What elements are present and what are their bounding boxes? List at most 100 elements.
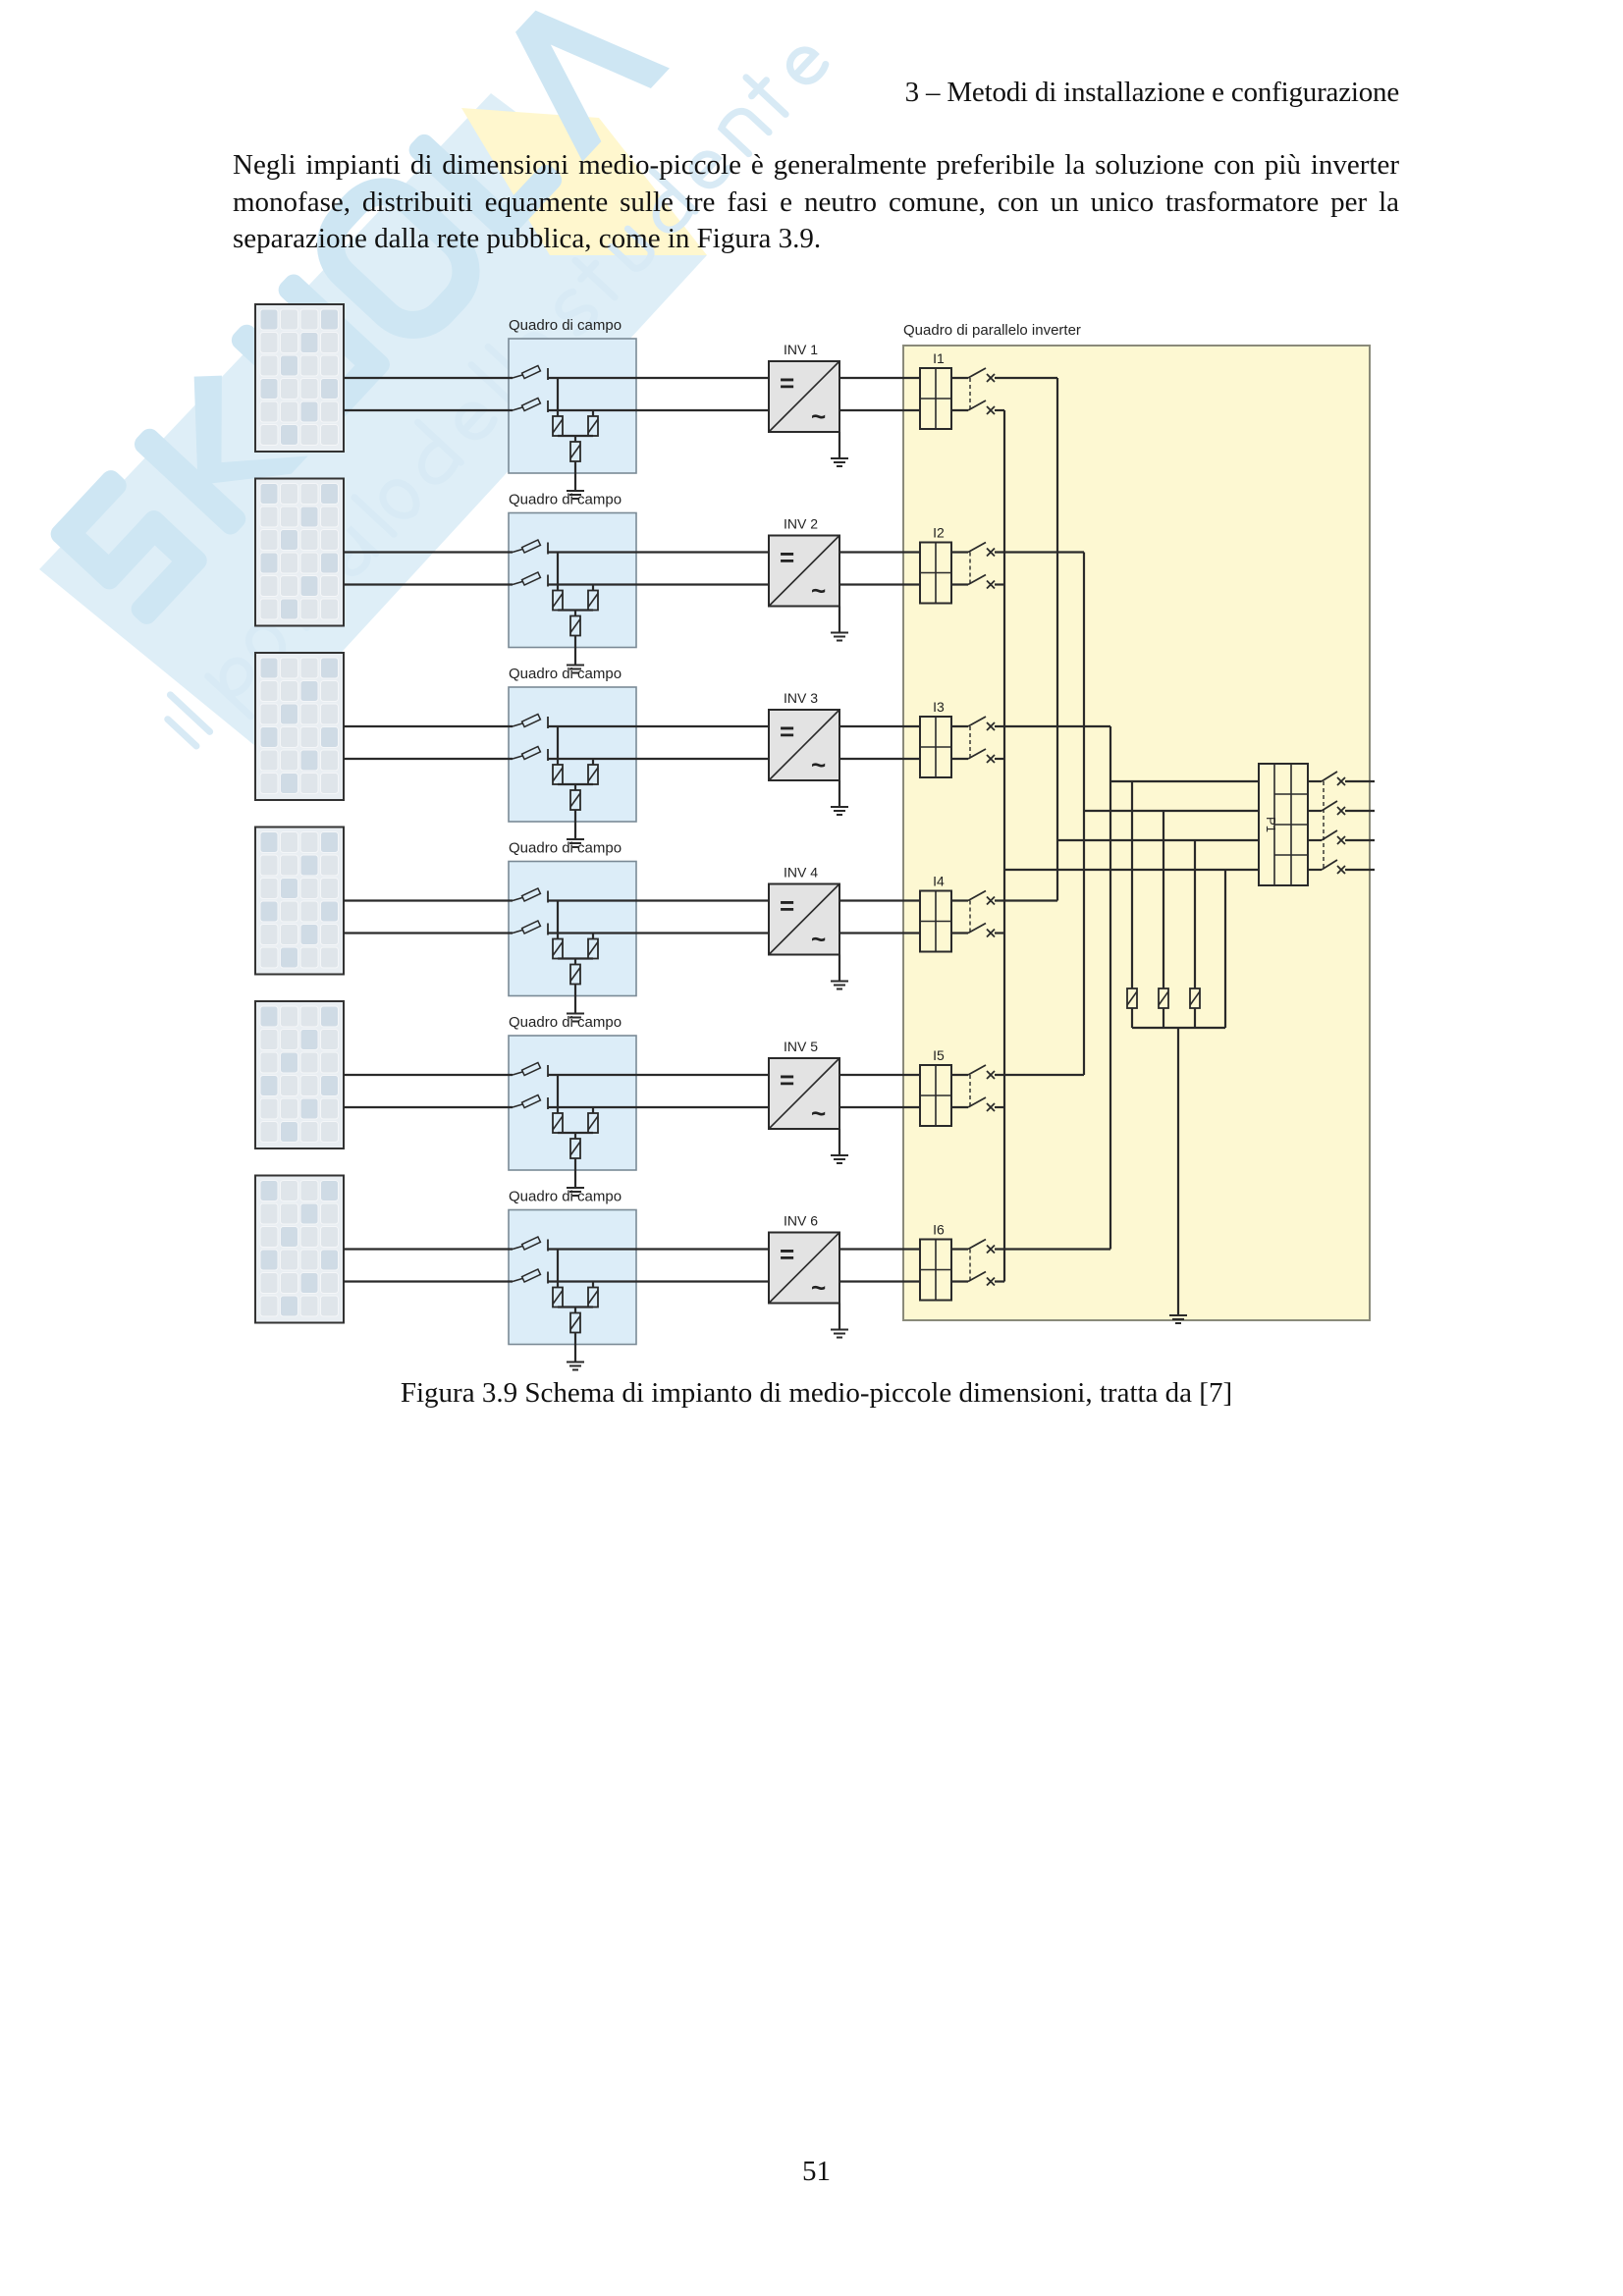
- field-box: [508, 511, 637, 649]
- pv-cell: [259, 1202, 279, 1225]
- ground-icon: [831, 1319, 848, 1339]
- contact-stroke: [986, 405, 996, 415]
- pv-cell: [299, 506, 319, 528]
- breaker-switch-blade: [967, 541, 987, 554]
- pv-cell: [280, 354, 298, 377]
- switch-blade: [512, 1071, 523, 1076]
- pv-cell: [280, 1051, 298, 1074]
- dc-symbol: =: [780, 891, 794, 921]
- pv-cell: [299, 575, 319, 597]
- ac-symbol: ~: [811, 1098, 826, 1128]
- switch-blade: [512, 1245, 523, 1251]
- pv-cell: [259, 483, 279, 505]
- contact-stroke: [1336, 835, 1346, 845]
- pv-module-icon: [254, 477, 345, 627]
- pv-cell: [299, 332, 319, 353]
- arrester-slash: [587, 1290, 599, 1305]
- contact-stroke: [986, 547, 996, 558]
- pv-cell: [320, 946, 339, 969]
- arrester-slash: [569, 1315, 581, 1330]
- system-row: Quadro di campo=~INV 6I6: [254, 1174, 996, 1371]
- pv-cell: [320, 354, 339, 377]
- pv-cell: [320, 878, 339, 899]
- pv-cell: [299, 483, 319, 505]
- pv-cell: [259, 1295, 279, 1317]
- breaker-switch-blade: [967, 922, 987, 934]
- page-number: 51: [802, 2156, 831, 2187]
- pv-cell: [259, 1029, 279, 1050]
- breaker-switch-blade: [967, 400, 987, 411]
- system-row: Quadro di campo=~INV 5I5: [254, 1000, 996, 1197]
- breaker-contact-icon: [986, 1276, 996, 1287]
- pv-cell: [299, 552, 319, 574]
- pv-cell: [280, 657, 298, 679]
- inverter-label: INV 5: [784, 1039, 818, 1054]
- pv-cell: [299, 726, 319, 748]
- contact-stroke: [986, 928, 996, 938]
- pv-cell: [320, 657, 339, 679]
- pv-cell: [320, 1005, 339, 1028]
- pv-cell: [259, 924, 279, 945]
- breaker-contact-icon: [986, 754, 996, 764]
- breaker-contact-icon: [986, 547, 996, 558]
- pv-cell: [280, 1295, 298, 1317]
- pv-cell: [280, 703, 298, 725]
- pv-cell: [280, 1272, 298, 1294]
- pv-cell: [299, 400, 319, 423]
- inverter-diagonal: [768, 1231, 840, 1305]
- pv-cell: [280, 900, 298, 923]
- arrester-slash: [1126, 990, 1138, 1006]
- pv-module-icon: [254, 303, 345, 453]
- pv-cell: [299, 1249, 319, 1271]
- arrester-slash: [1189, 990, 1201, 1006]
- pv-cell: [320, 680, 339, 702]
- breaker-icon: [919, 367, 952, 430]
- inverter-label: INV 6: [784, 1213, 818, 1229]
- pv-cell: [320, 900, 339, 923]
- breaker-icon: [919, 541, 952, 605]
- pv-cell: [299, 1202, 319, 1225]
- breaker-switch-blade: [1321, 859, 1338, 871]
- pv-cell: [320, 1029, 339, 1050]
- pv-cell: [280, 1226, 298, 1248]
- breaker-label: I1: [933, 350, 945, 366]
- breaker-contact-icon: [986, 928, 996, 938]
- contact-stroke: [1336, 806, 1346, 816]
- fuse-body: [520, 1267, 542, 1284]
- contact-stroke: [986, 579, 996, 590]
- contact-stroke: [986, 754, 996, 764]
- ground-icon: [831, 971, 848, 990]
- pv-cell: [259, 1121, 279, 1143]
- breaker-contact-icon: [986, 721, 996, 731]
- ac-symbol: ~: [811, 576, 826, 606]
- system-row: Quadro di campo=~INV 3I3: [254, 652, 996, 848]
- contact-stroke: [1336, 776, 1346, 786]
- figure-caption: Figura 3.9 Schema di impianto di medio-p…: [400, 1377, 1233, 1409]
- field-box-label: Quadro di campo: [509, 492, 622, 508]
- breaker-contact-icon: [986, 1070, 996, 1080]
- pv-cell: [320, 332, 339, 353]
- pv-cell: [280, 749, 298, 772]
- pv-cell: [299, 1295, 319, 1317]
- pv-cell: [259, 749, 279, 772]
- pv-cell: [320, 529, 339, 551]
- fuse-body: [520, 919, 542, 935]
- pv-cell: [299, 1051, 319, 1074]
- arrester-slash: [587, 1115, 599, 1131]
- pv-cell: [259, 680, 279, 702]
- dc-symbol: =: [780, 368, 794, 398]
- ground-icon: [567, 829, 584, 848]
- pv-cell: [320, 726, 339, 748]
- pv-cell: [280, 1005, 298, 1028]
- inverter-icon: =~: [768, 709, 840, 781]
- pv-cell: [299, 878, 319, 899]
- pv-cell: [320, 773, 339, 794]
- pv-cell: [280, 773, 298, 794]
- fuse-body: [520, 1094, 542, 1109]
- pv-cell: [299, 1005, 319, 1028]
- pv-cell: [259, 529, 279, 551]
- fuse-body: [520, 886, 542, 903]
- contact-stroke: [986, 373, 996, 383]
- pv-cell: [299, 703, 319, 725]
- pv-cell: [320, 703, 339, 725]
